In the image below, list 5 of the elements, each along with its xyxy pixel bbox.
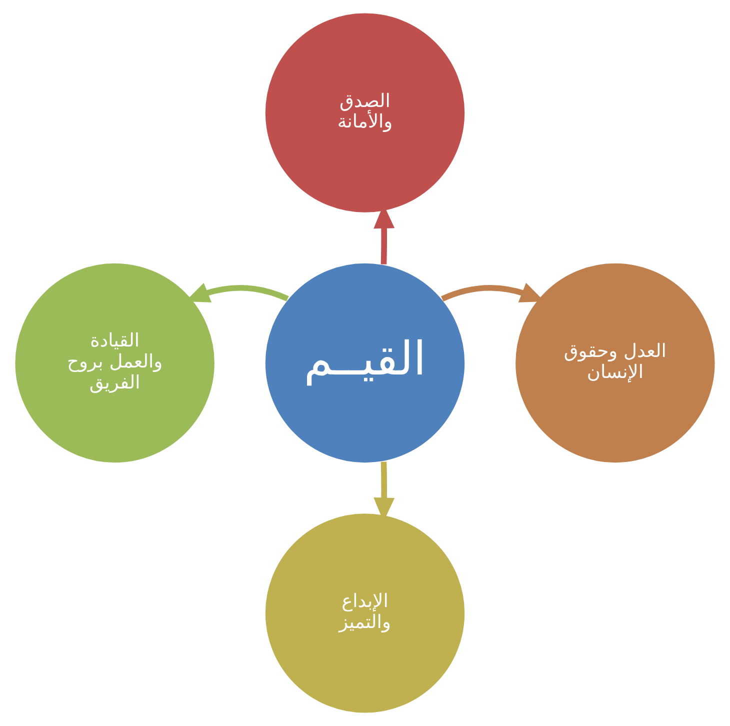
node-circle: الصدق والأمانة [264,12,466,214]
node-circle: القيــم [264,262,466,464]
node-circle: الإبداع والتميز [264,512,466,714]
node-circle: العدل وحقوق الإنسان [514,262,716,464]
node-circle: القيادة والعمل بروح الفريق [14,262,216,464]
